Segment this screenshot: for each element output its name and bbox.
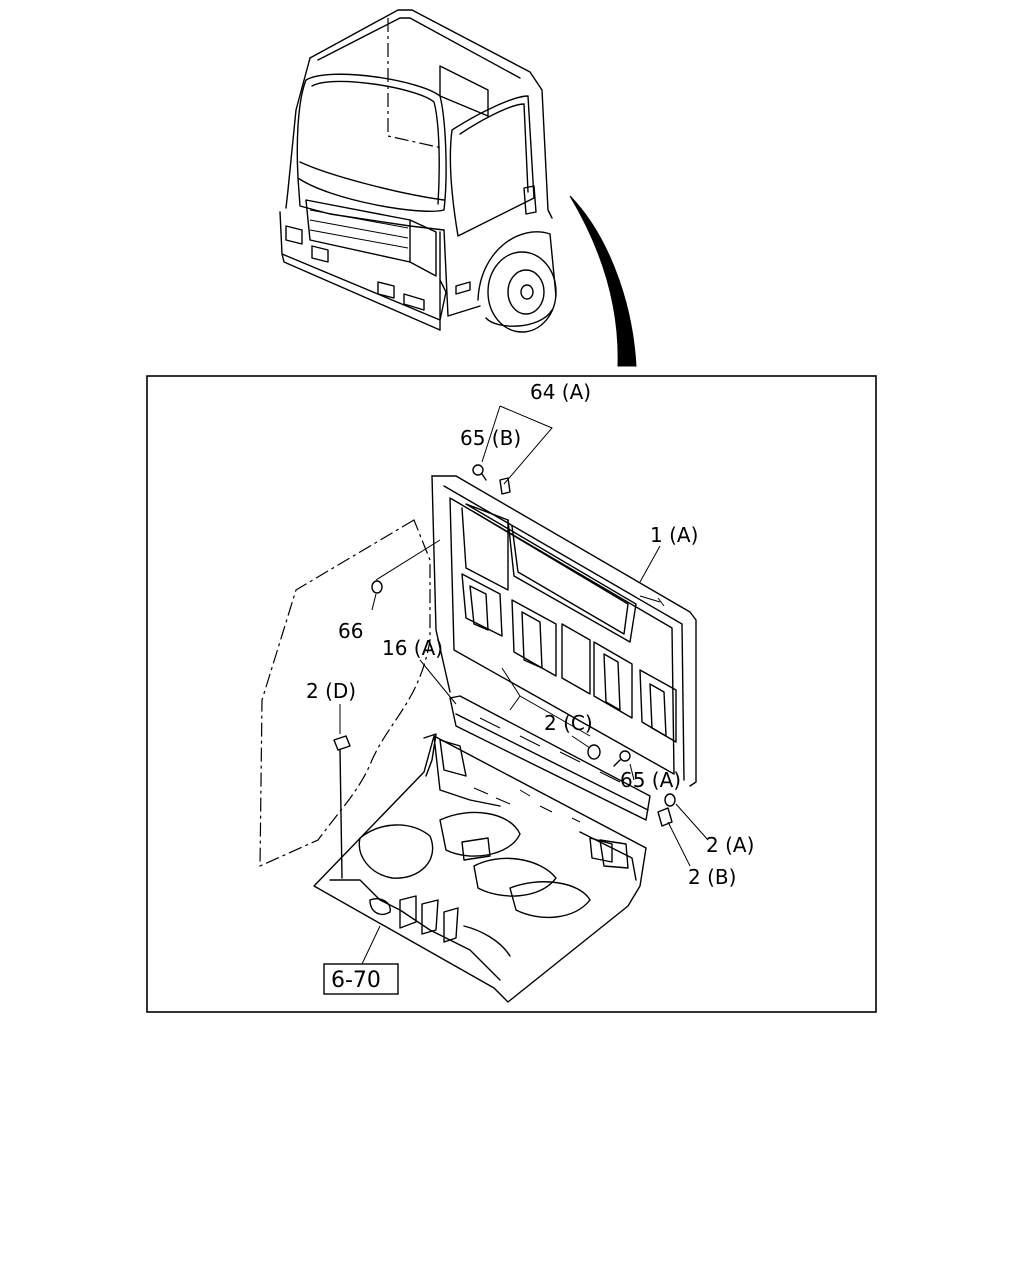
callout-66: 66 — [338, 619, 363, 643]
callout-2d: 2 (D) — [306, 679, 356, 703]
callout-2a: 2 (A) — [706, 833, 754, 857]
callout-1a: 1 (A) — [650, 523, 698, 547]
callout-65b: 65 (B) — [460, 426, 521, 450]
callout-labels: 64 (A) 65 (B) 1 (A) 66 16 (A) 2 (D) 2 (C… — [306, 380, 754, 889]
fasteners — [333, 464, 676, 879]
detail-frame — [146, 375, 877, 1013]
back-panel — [431, 475, 697, 787]
reference-label: 6-70 — [331, 968, 381, 993]
callout-16a: 16 (A) — [382, 636, 443, 660]
reinforcement-bar — [449, 695, 651, 821]
pointer-arrow — [569, 195, 637, 367]
callout-2b: 2 (B) — [688, 865, 736, 889]
truck-overview-illustration — [279, 9, 557, 333]
cab-side-outline — [259, 519, 431, 867]
callout-2c: 2 (C) — [544, 711, 593, 735]
callout-65a: 65 (A) — [620, 768, 681, 792]
leader-lines — [339, 405, 709, 965]
reference-box[interactable]: 6-70 — [323, 963, 399, 995]
floor-assembly — [313, 733, 647, 1003]
callout-64a: 64 (A) — [530, 380, 591, 404]
